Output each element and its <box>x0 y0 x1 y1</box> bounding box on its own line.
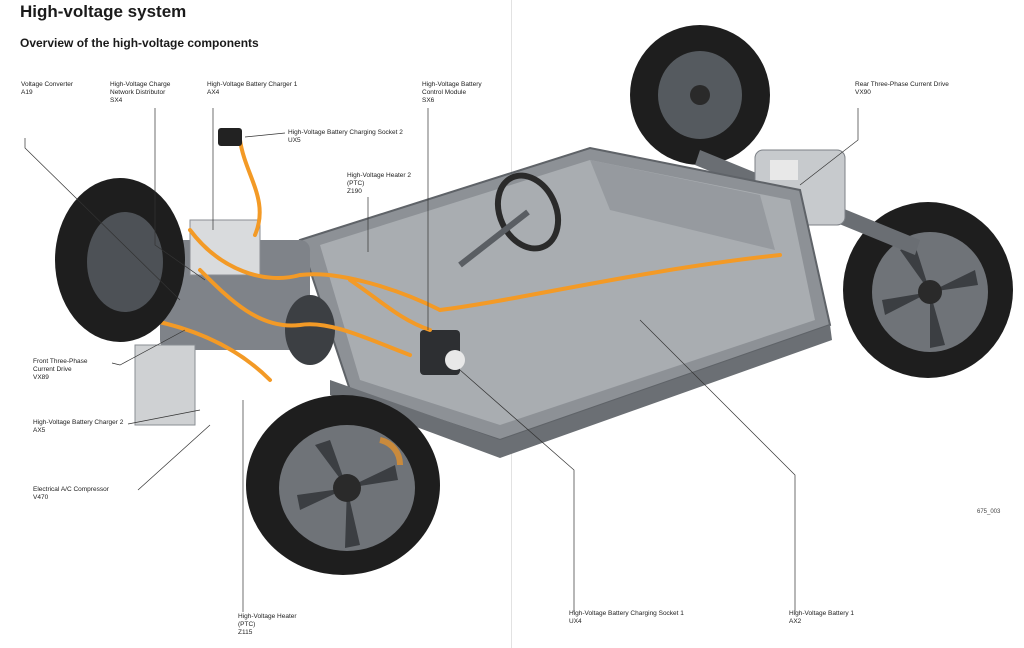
label-hv-heater-2: High-Voltage Heater 2 (PTC) Z190 <box>347 172 411 195</box>
label-front-three-phase-current-drive: Front Three-Phase Current Drive VX89 <box>33 358 88 381</box>
label-hv-battery-charger-1: High-Voltage Battery Charger 1 AX4 <box>207 81 298 96</box>
leader-lines <box>24 108 859 612</box>
label-voltage-converter: Voltage Converter A19 <box>21 81 74 96</box>
figure-code: 675_003 <box>977 509 1001 515</box>
rear-right-wheel <box>843 202 1013 378</box>
label-hv-heater: High-Voltage Heater (PTC) Z115 <box>238 613 297 636</box>
label-hv-charge-network-distributor: High-Voltage Charge Network Distributor … <box>110 81 171 104</box>
label-electrical-ac-compressor: Electrical A/C Compressor V470 <box>33 486 109 501</box>
label-hv-battery-1: High-Voltage Battery 1 AX2 <box>789 610 855 625</box>
front-right-wheel <box>246 395 440 575</box>
label-rear-three-phase-current-drive: Rear Three-Phase Current Drive VX90 <box>855 81 949 96</box>
hv-charging-socket-2 <box>218 128 242 146</box>
rear-left-wheel <box>630 25 770 165</box>
front-left-wheel <box>55 178 185 342</box>
label-hv-battery-charging-socket-1: High-Voltage Battery Charging Socket 1 U… <box>569 610 684 625</box>
hv-cable-harness <box>148 138 782 382</box>
front-drive-assembly <box>134 219 465 426</box>
page-title: High-voltage system <box>20 2 187 21</box>
page-subtitle: Overview of the high-voltage components <box>20 36 259 50</box>
label-hv-battery-control-module: High-Voltage Battery Control Module SX6 <box>422 81 482 104</box>
label-hv-battery-charger-2: High-Voltage Battery Charger 2 AX5 <box>33 419 124 434</box>
steering-wheel <box>458 172 562 268</box>
label-hv-battery-charging-socket-2: High-Voltage Battery Charging Socket 2 U… <box>288 129 403 144</box>
